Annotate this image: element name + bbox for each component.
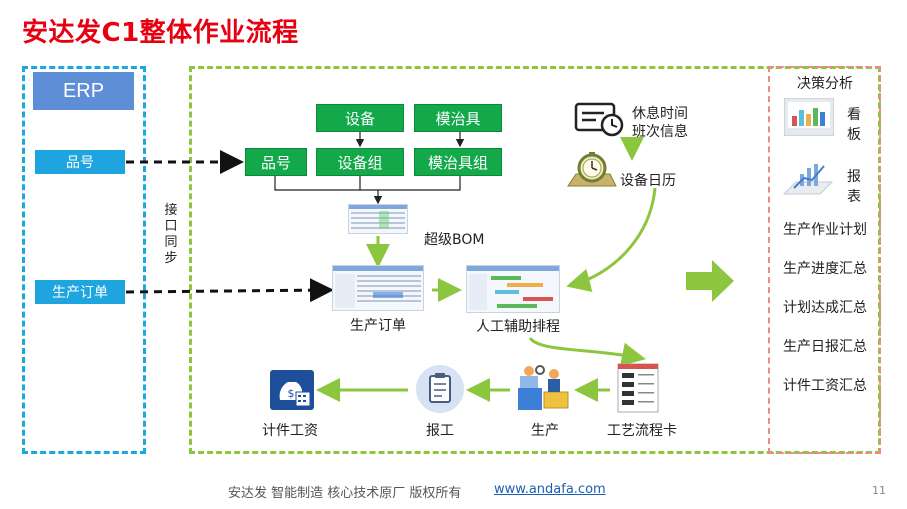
svg-text:$: $	[288, 387, 295, 400]
super-bom-screenshot-icon	[348, 204, 408, 234]
production-worker-icon	[514, 362, 572, 414]
decision-item-daily-report-summary: 生产日报汇总	[783, 339, 867, 355]
equipment-box: 设备	[316, 104, 404, 132]
report-work-icon	[414, 364, 466, 414]
equipment-calendar-label: 设备日历	[620, 173, 676, 189]
fixture-group-box: 模治具组	[414, 148, 502, 176]
equipment-calendar-icon	[566, 150, 618, 190]
decision-item-achievement-summary: 计划达成汇总	[783, 300, 867, 316]
report-work-label: 报工	[426, 423, 454, 439]
rest-time-icon	[574, 101, 626, 137]
erp-frame	[22, 66, 146, 454]
equipment-group-box: 设备组	[316, 148, 404, 176]
page-number: 11	[872, 484, 886, 497]
page-title: 安达发C1整体作业流程	[22, 18, 299, 48]
production-order-screenshot-icon	[332, 265, 424, 311]
rest-time-label: 休息时间	[632, 106, 688, 122]
kanban-label: 看 板	[847, 107, 861, 143]
decision-item-piece-wage-summary: 计件工资汇总	[783, 378, 867, 394]
process-card-label: 工艺流程卡	[607, 423, 677, 439]
decision-title: 决策分析	[797, 76, 853, 92]
super-bom-label: 超级BOM	[424, 232, 485, 248]
report-chart-icon	[782, 160, 834, 196]
report-label: 报 表	[847, 169, 861, 205]
process-card-icon	[614, 362, 662, 414]
production-label: 生产	[531, 423, 559, 439]
shift-info-label: 班次信息	[632, 124, 688, 140]
sync-arrow-order	[125, 278, 334, 303]
scheduling-screenshot-icon	[466, 265, 560, 313]
interface-sync-label: 接 口 同 步	[164, 203, 178, 266]
decision-item-production-plan: 生产作业计划	[783, 222, 867, 238]
output-arrow	[686, 260, 734, 302]
footer-text: 安达发 智能制造 核心技术原厂 版权所有	[228, 486, 462, 501]
decision-frame	[768, 66, 881, 454]
piece-wage-icon: $	[270, 370, 314, 410]
fixture-box: 模治具	[414, 104, 502, 132]
piece-wage-label: 计件工资	[262, 423, 318, 439]
kanban-icon	[783, 97, 835, 137]
footer-website-link[interactable]: www.andafa.com	[494, 482, 606, 497]
scheduling-label: 人工辅助排程	[476, 319, 560, 335]
item-code-box: 品号	[245, 148, 307, 176]
erp-item-code: 品号	[35, 150, 125, 174]
erp-header: ERP	[33, 72, 134, 110]
erp-production-order: 生产订单	[35, 280, 125, 304]
production-order-label: 生产订单	[350, 318, 406, 334]
decision-item-progress-summary: 生产进度汇总	[783, 261, 867, 277]
